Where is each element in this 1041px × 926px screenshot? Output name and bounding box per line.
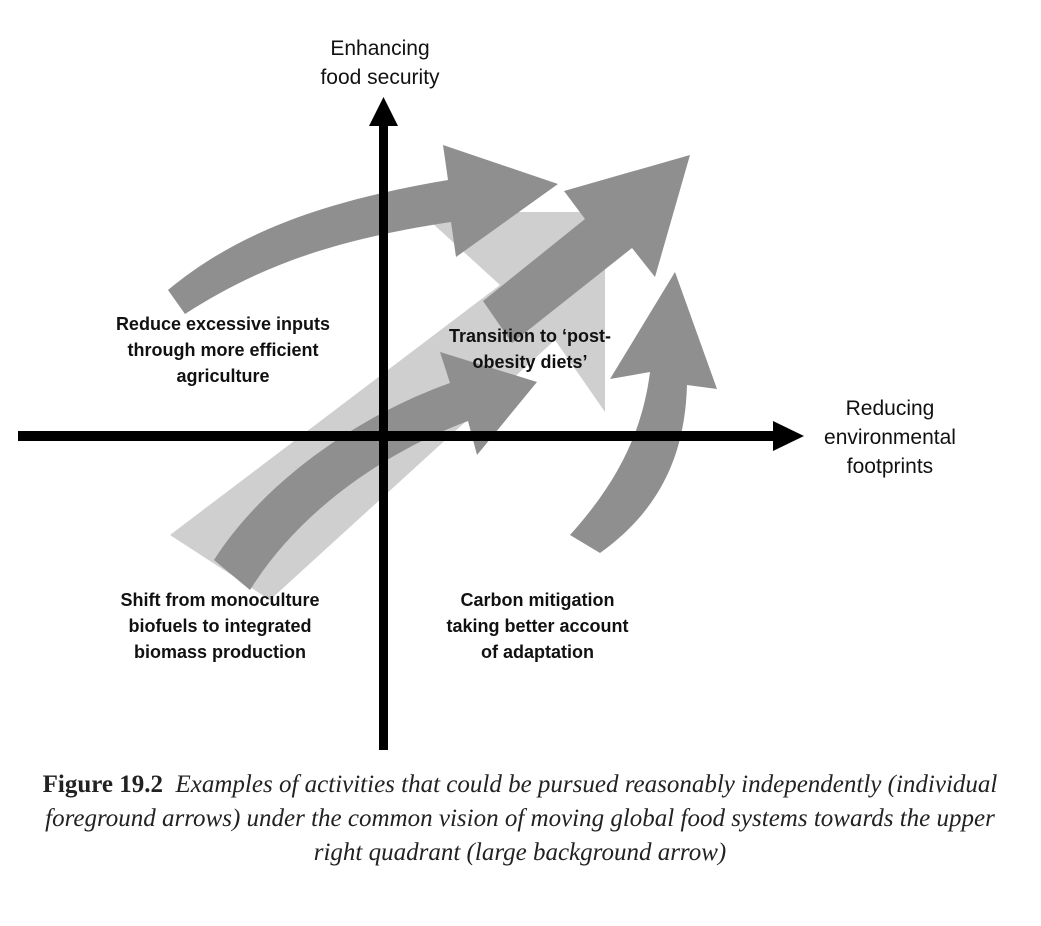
arrow-carbon-mitigation xyxy=(570,272,717,553)
figure-caption-text: Examples of activities that could be pur… xyxy=(45,771,998,866)
label-post-obesity: Transition to ‘post- obesity diets’ xyxy=(449,326,611,372)
label-reduce-inputs: Reduce excessive inputs through more eff… xyxy=(115,314,331,386)
label-biofuels: Shift from monoculture biofuels to integ… xyxy=(120,590,320,662)
arrow-post-obesity xyxy=(483,155,690,343)
arrow-reduce-inputs xyxy=(168,145,558,314)
y-axis-label: Enhancing food security xyxy=(320,37,440,89)
x-axis xyxy=(18,421,804,451)
x-axis-label: Reducing environmental footprints xyxy=(824,397,956,478)
figure-number: Figure 19.2 xyxy=(42,771,164,798)
label-carbon-mitigation: Carbon mitigation taking better account … xyxy=(446,590,629,662)
figure-caption: Figure 19.2 Examples of activities that … xyxy=(20,768,1020,870)
arrow-biofuels xyxy=(214,352,537,590)
